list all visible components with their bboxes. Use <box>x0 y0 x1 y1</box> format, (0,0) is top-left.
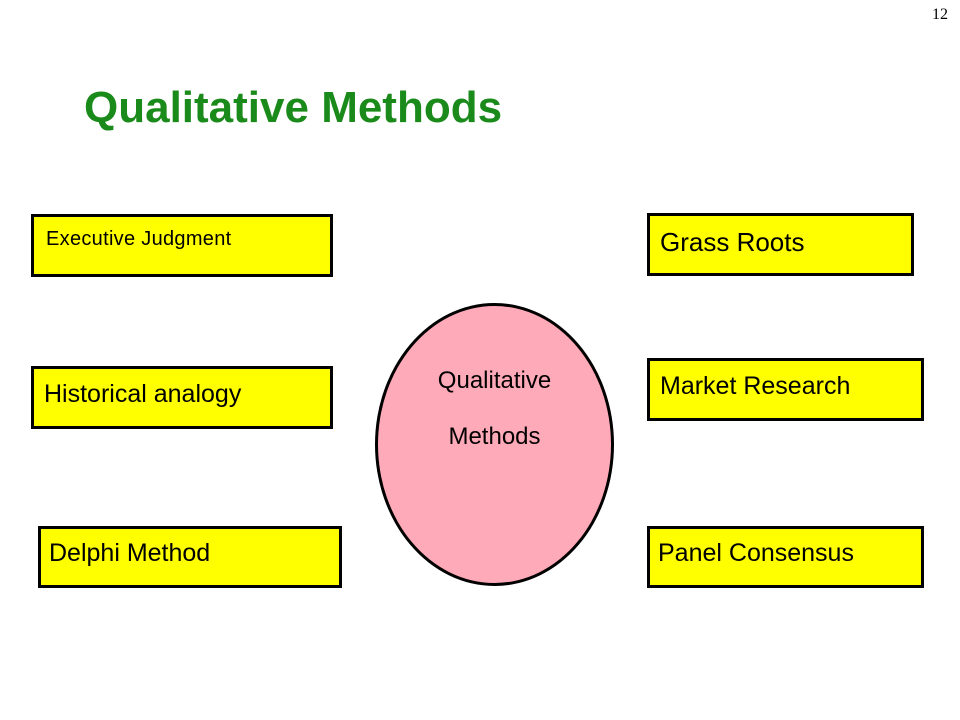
executive-judgment-label: Executive Judgment <box>46 228 232 250</box>
market-research-box: Market Research <box>647 358 924 421</box>
delphi-method-box: Delphi Method <box>38 526 342 588</box>
executive-judgment-box: Executive Judgment <box>31 214 333 277</box>
panel-consensus-box: Panel Consensus <box>647 526 924 588</box>
grass-roots-label: Grass Roots <box>660 227 805 257</box>
historical-analogy-label: Historical analogy <box>44 380 242 408</box>
delphi-method-label: Delphi Method <box>49 539 211 567</box>
panel-consensus-label: Panel Consensus <box>658 539 854 567</box>
slide-title: Qualitative Methods <box>84 83 503 132</box>
center-label-line-1: Qualitative <box>437 367 552 394</box>
historical-analogy-box: Historical analogy <box>31 366 333 429</box>
grass-roots-box: Grass Roots <box>647 213 914 276</box>
page-number: 12 <box>932 6 948 23</box>
market-research-label: Market Research <box>660 372 851 400</box>
center-label-line-2: Methods <box>448 423 541 450</box>
center-ellipse: Qualitative Methods <box>375 303 614 586</box>
